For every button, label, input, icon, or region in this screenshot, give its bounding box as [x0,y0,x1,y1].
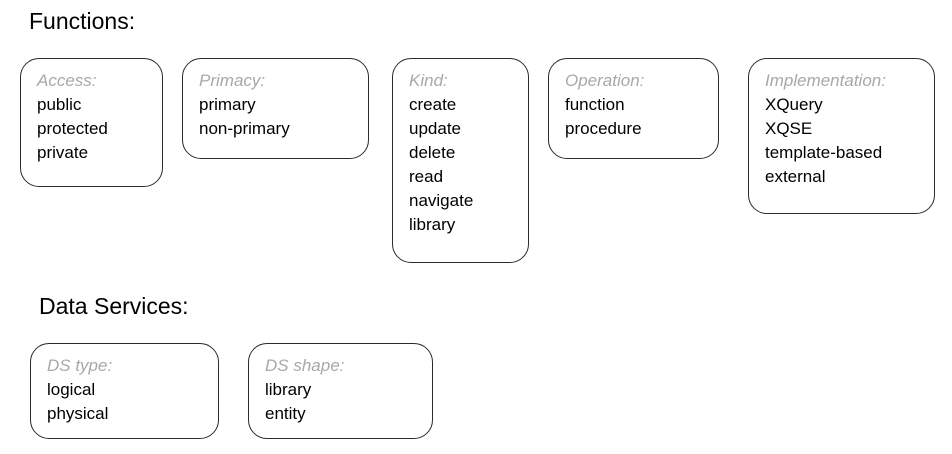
facet-label-ds-type: DS type: [47,356,113,375]
facet-item: procedure [565,119,642,138]
facet-item: XQSE [765,119,813,138]
facet-item: external [765,167,826,186]
section-heading-data-services: Data Services: [39,293,189,319]
facet-box-ds-type: DS type: logical physical [30,343,219,439]
facet-item: physical [47,404,109,423]
facet-label-kind: Kind: [409,71,448,90]
facet-item: XQuery [765,95,823,114]
facet-item: public [37,95,82,114]
facet-box-kind: Kind: create update delete read navigate… [392,58,529,263]
facet-item: logical [47,380,96,399]
facet-item: primary [199,95,256,114]
facet-label-primacy: Primacy: [199,71,266,90]
facet-item: library [409,215,456,234]
facet-box-access: Access: public protected private [20,58,163,187]
facet-box-ds-shape: DS shape: library entity [248,343,433,439]
facet-item: non-primary [199,119,290,138]
facet-label-ds-shape: DS shape: [265,356,345,375]
facet-label-implementation: Implementation: [765,71,886,90]
facet-item: template-based [765,143,883,162]
facet-box-primacy: Primacy: primary non-primary [182,58,369,159]
facet-item: update [409,119,461,138]
facet-label-access: Access: [37,71,97,90]
facet-box-operation: Operation: function procedure [548,58,719,159]
facet-item: function [565,95,625,114]
facet-label-operation: Operation: [565,71,645,90]
facet-box-implementation: Implementation: XQuery XQSE template-bas… [748,58,935,214]
facet-item: entity [265,404,306,423]
facet-item: private [37,143,89,162]
section-heading-functions: Functions: [29,8,136,34]
facet-item: protected [37,119,108,138]
facet-item: navigate [409,191,474,210]
facet-item: create [409,95,457,114]
facet-item: read [409,167,444,186]
facet-item: delete [409,143,456,162]
facet-item: library [265,380,312,399]
